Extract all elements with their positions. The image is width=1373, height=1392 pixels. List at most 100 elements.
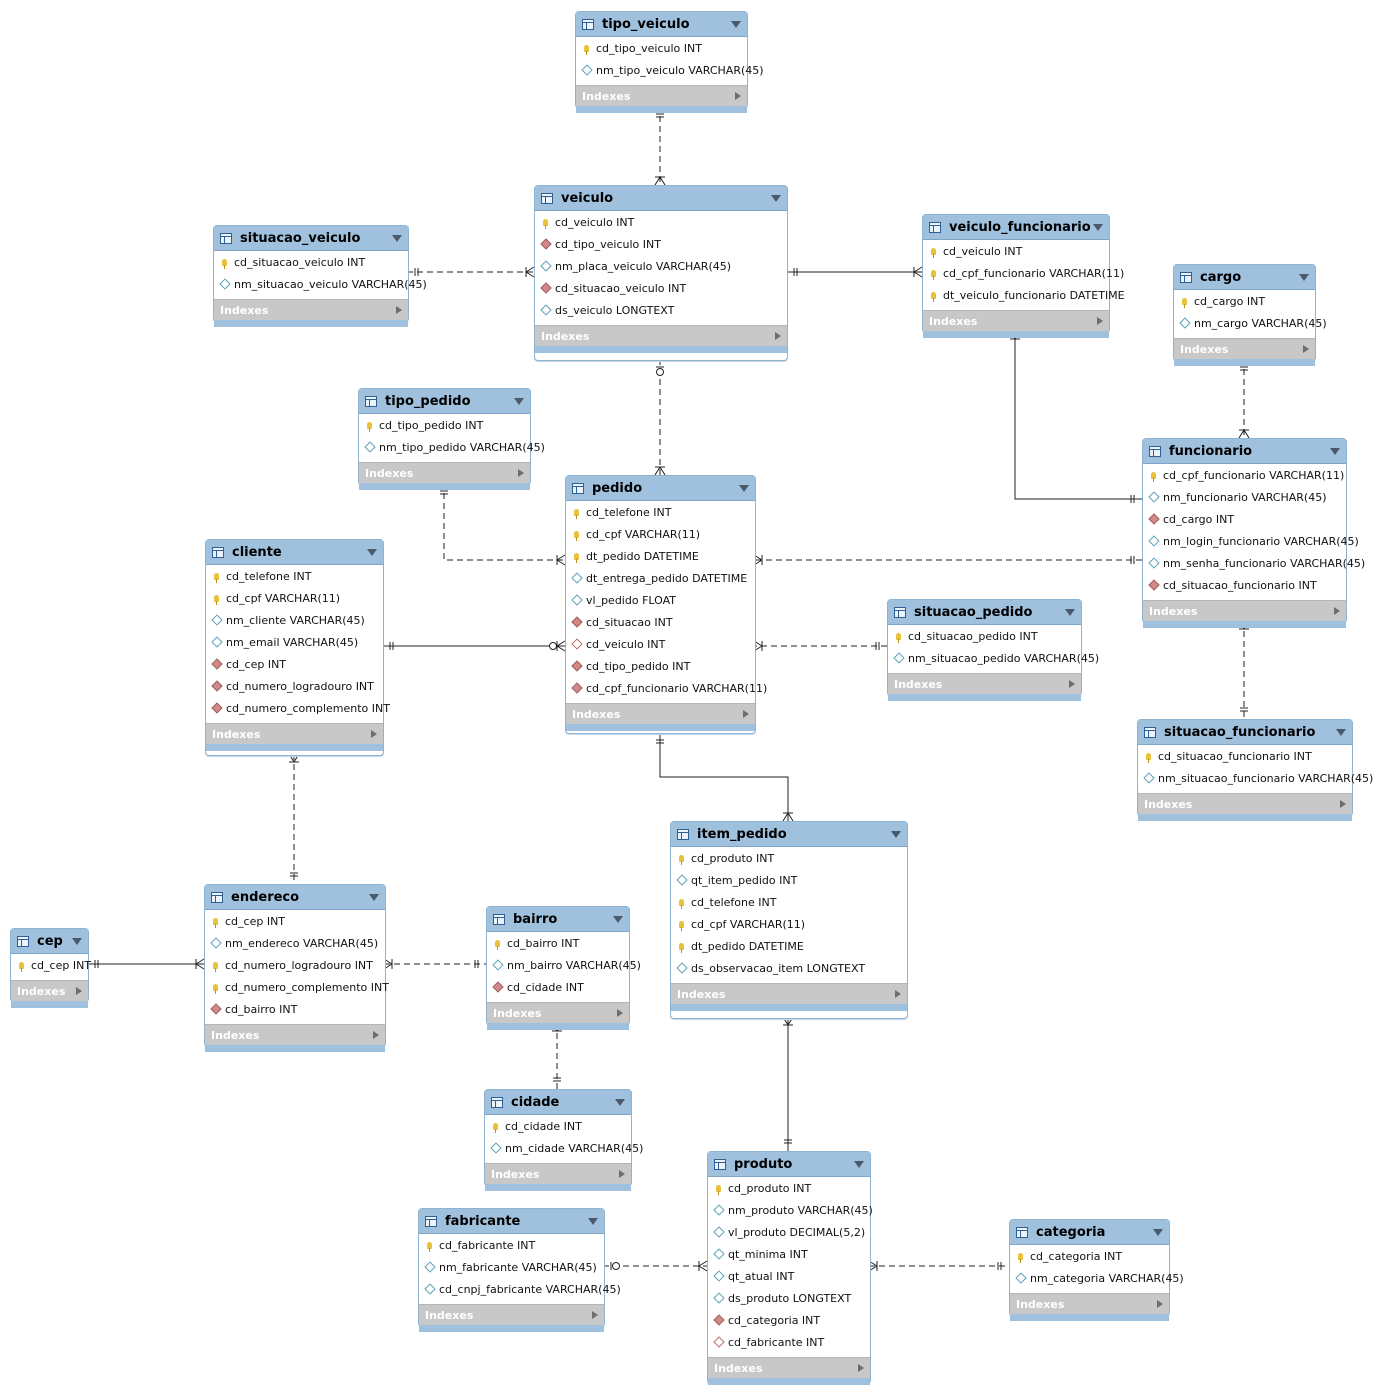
indexes-section[interactable]: Indexes <box>205 1024 385 1045</box>
column-row[interactable]: cd_situacao_veiculo INT <box>535 277 787 299</box>
column-row[interactable]: cd_cidade INT <box>487 976 629 998</box>
column-row[interactable]: nm_categoria VARCHAR(45) <box>1010 1267 1184 1289</box>
expand-arrow-icon[interactable] <box>895 990 901 998</box>
column-row[interactable]: ds_observacao_item LONGTEXT <box>671 957 907 979</box>
relationship-funcionario-situacao_funcionario[interactable] <box>1238 620 1250 719</box>
collapse-arrow-icon[interactable] <box>615 1098 625 1106</box>
column-row[interactable]: vl_pedido FLOAT <box>566 589 755 611</box>
column-row[interactable]: nm_situacao_pedido VARCHAR(45) <box>888 647 1099 669</box>
relationship-cliente-pedido[interactable] <box>382 640 566 652</box>
table-header[interactable]: funcionario <box>1143 439 1346 464</box>
column-row[interactable]: cd_numero_logradouro INT <box>206 675 383 697</box>
relationship-tipo_pedido-pedido[interactable] <box>440 483 566 566</box>
column-row[interactable]: nm_situacao_funcionario VARCHAR(45) <box>1138 767 1373 789</box>
column-row[interactable]: cd_cep INT <box>206 653 383 675</box>
column-row[interactable]: cd_cargo INT <box>1143 508 1346 530</box>
table-header[interactable]: cliente <box>206 540 383 565</box>
table-header[interactable]: tipo_pedido <box>359 389 530 414</box>
column-row[interactable]: qt_minima INT <box>708 1243 870 1265</box>
indexes-section[interactable]: Indexes <box>419 1304 604 1325</box>
expand-arrow-icon[interactable] <box>619 1170 625 1178</box>
collapse-arrow-icon[interactable] <box>1065 608 1075 616</box>
table-header[interactable]: item_pedido <box>671 822 907 847</box>
relationship-situacao_pedido-pedido[interactable] <box>753 640 887 652</box>
column-row[interactable]: nm_email VARCHAR(45) <box>206 631 383 653</box>
indexes-section[interactable]: Indexes <box>214 299 408 320</box>
column-row[interactable]: nm_tipo_pedido VARCHAR(45) <box>359 436 545 458</box>
collapse-arrow-icon[interactable] <box>588 1217 598 1225</box>
relationship-item_pedido-produto[interactable] <box>782 1016 794 1151</box>
indexes-section[interactable]: Indexes <box>671 983 907 1004</box>
column-row[interactable]: cd_cpf VARCHAR(11) <box>671 913 907 935</box>
table-header[interactable]: bairro <box>487 907 629 932</box>
relationship-produto-categoria[interactable] <box>868 1260 1009 1272</box>
relationship-veiculo-pedido[interactable] <box>654 359 666 476</box>
column-row[interactable]: cd_categoria INT <box>1010 1245 1169 1267</box>
column-row[interactable]: dt_veiculo_funcionario DATETIME <box>923 284 1125 306</box>
relationship-funcionario-pedido[interactable] <box>753 554 1142 566</box>
indexes-section[interactable]: Indexes <box>11 980 88 1001</box>
indexes-section[interactable]: Indexes <box>206 723 383 744</box>
column-row[interactable]: nm_endereco VARCHAR(45) <box>205 932 385 954</box>
table-header[interactable]: situacao_veiculo <box>214 226 408 251</box>
table-header[interactable]: situacao_funcionario <box>1138 720 1352 745</box>
expand-arrow-icon[interactable] <box>735 92 741 100</box>
table-header[interactable]: produto <box>708 1152 870 1177</box>
relationship-endereco-bairro[interactable] <box>383 958 486 970</box>
column-row[interactable]: cd_veiculo INT <box>566 633 755 655</box>
column-row[interactable]: cd_cidade INT <box>485 1115 631 1137</box>
collapse-arrow-icon[interactable] <box>613 915 623 923</box>
expand-arrow-icon[interactable] <box>1097 317 1103 325</box>
column-row[interactable]: nm_tipo_veiculo VARCHAR(45) <box>576 59 764 81</box>
relationship-cliente-endereco[interactable] <box>288 753 300 884</box>
column-row[interactable]: nm_funcionario VARCHAR(45) <box>1143 486 1346 508</box>
column-row[interactable]: cd_tipo_veiculo INT <box>535 233 787 255</box>
column-row[interactable]: cd_telefone INT <box>671 891 907 913</box>
indexes-section[interactable]: Indexes <box>487 1002 629 1023</box>
collapse-arrow-icon[interactable] <box>1330 447 1340 455</box>
column-row[interactable]: cd_cnpj_fabricante VARCHAR(45) <box>419 1278 621 1300</box>
collapse-arrow-icon[interactable] <box>739 484 749 492</box>
column-row[interactable]: nm_fabricante VARCHAR(45) <box>419 1256 604 1278</box>
indexes-section[interactable]: Indexes <box>576 85 747 106</box>
indexes-section[interactable]: Indexes <box>708 1357 870 1378</box>
indexes-section[interactable]: Indexes <box>1174 338 1315 359</box>
column-row[interactable]: cd_cpf_funcionario VARCHAR(11) <box>566 677 767 699</box>
column-row[interactable]: dt_pedido DATETIME <box>671 935 907 957</box>
column-row[interactable]: cd_fabricante INT <box>708 1331 870 1353</box>
column-row[interactable]: nm_senha_funcionario VARCHAR(45) <box>1143 552 1365 574</box>
expand-arrow-icon[interactable] <box>1340 800 1346 808</box>
table-header[interactable]: cargo <box>1174 265 1315 290</box>
expand-arrow-icon[interactable] <box>1157 1300 1163 1308</box>
indexes-section[interactable]: Indexes <box>1010 1293 1169 1314</box>
expand-arrow-icon[interactable] <box>617 1009 623 1017</box>
column-row[interactable]: cd_veiculo INT <box>535 211 787 233</box>
column-row[interactable]: cd_veiculo INT <box>923 240 1109 262</box>
relationship-veiculo-veiculo_funcionario[interactable] <box>786 266 923 278</box>
column-row[interactable]: dt_pedido DATETIME <box>566 545 755 567</box>
table-header[interactable]: tipo_veiculo <box>576 12 747 37</box>
relationship-tipo_veiculo-veiculo[interactable] <box>654 106 666 186</box>
table-header[interactable]: endereco <box>205 885 385 910</box>
column-row[interactable]: nm_bairro VARCHAR(45) <box>487 954 641 976</box>
column-row[interactable]: cd_numero_logradouro INT <box>205 954 385 976</box>
collapse-arrow-icon[interactable] <box>854 1160 864 1168</box>
column-row[interactable]: cd_fabricante INT <box>419 1234 604 1256</box>
column-row[interactable]: nm_cliente VARCHAR(45) <box>206 609 383 631</box>
expand-arrow-icon[interactable] <box>1334 607 1340 615</box>
collapse-arrow-icon[interactable] <box>1336 728 1346 736</box>
table-header[interactable]: situacao_pedido <box>888 600 1081 625</box>
column-row[interactable]: cd_bairro INT <box>205 998 385 1020</box>
